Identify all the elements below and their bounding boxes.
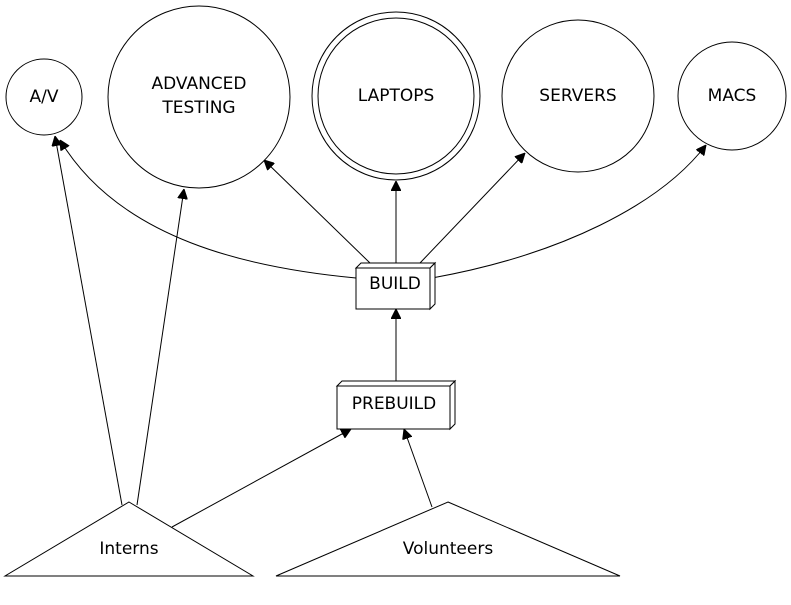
prebuild-label: PREBUILD xyxy=(352,394,437,414)
edge-volunteers-to-prebuild xyxy=(404,429,433,508)
advanced-testing-label-line-2: TESTING xyxy=(161,98,235,118)
edge-build-to-macs xyxy=(431,145,706,279)
node-volunteers[interactable]: Volunteers xyxy=(275,501,621,577)
interns-triangle xyxy=(3,501,255,577)
laptops-label: LAPTOPS xyxy=(358,86,435,106)
build-box-front xyxy=(355,267,431,310)
prebuild-box-front xyxy=(336,385,451,430)
volunteers-triangle xyxy=(275,501,621,577)
build-label: BUILD xyxy=(369,274,421,294)
node-advanced-testing[interactable]: ADVANCED TESTING xyxy=(107,5,291,189)
edge-interns-to-av xyxy=(55,136,123,506)
edge-build-to-av xyxy=(60,140,357,279)
edge-interns-to-advanced-testing xyxy=(136,189,184,506)
av-label: A/V xyxy=(30,87,59,107)
edges xyxy=(55,136,706,528)
interns-label: Interns xyxy=(99,539,158,559)
node-build[interactable]: BUILD xyxy=(354,261,437,311)
edge-build-to-advanced-testing xyxy=(264,160,371,264)
node-servers[interactable]: SERVERS xyxy=(501,19,655,173)
macs-label: MACS xyxy=(708,86,757,106)
servers-circle xyxy=(501,19,655,173)
node-prebuild[interactable]: PREBUILD xyxy=(335,379,457,431)
node-av[interactable]: A/V xyxy=(5,58,83,136)
advanced-testing-circle xyxy=(107,5,291,189)
edge-build-to-servers xyxy=(419,153,525,264)
laptops-inner-circle xyxy=(317,17,475,175)
node-laptops[interactable]: LAPTOPS xyxy=(311,11,481,181)
servers-label: SERVERS xyxy=(539,86,616,106)
edge-interns-to-prebuild xyxy=(171,429,351,528)
macs-circle xyxy=(677,41,787,151)
build-box-top xyxy=(354,262,437,269)
node-macs[interactable]: MACS xyxy=(677,41,787,151)
av-circle xyxy=(5,58,83,136)
node-interns[interactable]: Interns xyxy=(3,501,255,577)
prebuild-box-side xyxy=(449,379,456,431)
advanced-testing-label-line-1: ADVANCED xyxy=(151,74,246,94)
volunteers-label: Volunteers xyxy=(403,539,494,559)
prebuild-box-top xyxy=(335,380,457,387)
build-box-side xyxy=(429,261,436,311)
